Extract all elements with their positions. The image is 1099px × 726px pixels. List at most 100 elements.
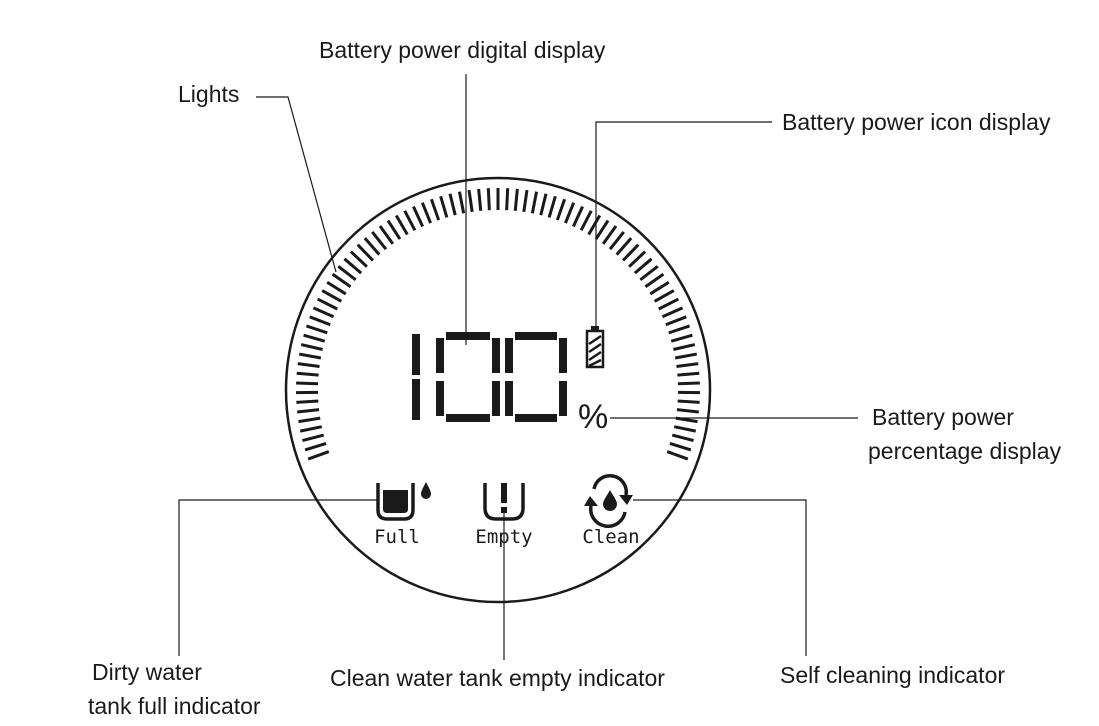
light-tick [326,280,347,296]
digit-segment [446,332,490,340]
light-tick [671,433,694,443]
light-tick [530,191,539,214]
callout-lights: Lights [178,81,239,107]
callout-self-cleaning: Self cleaning indicator [780,662,1005,688]
light-tick [307,450,330,461]
light-tick [300,343,323,351]
light-tick [669,441,692,452]
light-tick [429,198,441,221]
light-tick [356,243,375,262]
light-tick [644,272,665,288]
light-tick [299,425,323,433]
light-tick [670,333,693,343]
light-tick [303,333,326,343]
light-tick [579,210,593,232]
digit-segment [412,379,420,420]
light-tick [394,214,409,236]
digit-segment [446,414,490,422]
light-tick [386,219,402,240]
callout-dirty-tank-line1: Dirty water [92,659,202,685]
digit-segment [515,332,557,340]
light-tick [621,243,640,262]
light-tick [304,441,327,452]
light-tick [298,416,321,424]
battery-icon [585,326,605,369]
light-tick [349,250,368,268]
callout-clean-tank-empty: Clean water tank empty indicator [330,665,665,691]
light-tick [321,289,343,303]
digit-segment [412,334,420,375]
digit-segment [505,381,513,416]
light-tick [674,352,698,360]
indicator-label-full: Full [374,526,420,548]
light-tick [312,306,335,319]
light-tick [676,362,699,368]
percent-sign: % [578,398,608,436]
light-tick [564,202,576,224]
light-tick [677,381,700,386]
digit-segment [436,381,444,416]
light-tick [337,265,357,281]
light-tick [676,408,699,414]
callout-battery-icon: Battery power icon display [782,109,1051,135]
dirty-tank-full-icon [376,482,431,521]
callout-battery-percentage-line1: Battery power [872,404,1014,430]
light-tick [305,324,328,335]
light-tick [302,433,325,443]
light-tick [420,202,432,224]
light-tick [653,289,675,303]
light-tick [675,416,698,424]
light-tick [486,188,491,211]
light-tick [628,250,647,268]
light-tick [673,425,697,433]
leader-battery-icon [595,121,772,326]
light-tick [439,195,449,218]
leader-dirty-tank [178,499,378,656]
light-tick [403,210,417,232]
light-tick [539,193,548,216]
light-tick [316,297,338,311]
digit-segment [492,338,500,373]
light-tick [296,381,319,386]
light-tick [639,265,659,281]
display-outer-ring [284,176,712,604]
light-tick [296,371,319,377]
light-tick [661,306,684,319]
digit-segment [559,381,567,416]
light-tick [677,371,700,377]
lights-ring [296,188,700,461]
light-tick [297,362,320,368]
light-tick [547,195,557,218]
light-tick [665,315,687,327]
leader-lights [256,96,337,273]
light-tick [297,408,320,414]
digit-segment [505,338,513,373]
light-tick [296,399,319,404]
digit-segment [492,381,500,416]
light-tick [412,205,425,228]
light-tick [615,237,633,256]
light-tick [677,399,700,404]
light-tick [298,352,322,360]
light-tick [522,189,529,213]
light-tick [378,225,395,245]
light-tick [608,230,625,251]
leader-self-cleaning [633,499,807,656]
light-tick [505,188,510,211]
light-tick [601,225,618,245]
digit-segment [436,338,444,373]
light-tick [668,324,691,335]
light-tick [331,272,352,288]
callout-battery-percentage-line2: percentage display [868,438,1062,464]
light-tick [649,280,670,296]
light-tick [448,193,457,216]
light-tick [371,230,388,251]
light-tick [457,191,466,214]
light-tick [594,219,610,240]
self-cleaning-icon [584,473,633,529]
light-tick [571,205,584,228]
light-tick [309,315,331,327]
light-tick [633,257,653,275]
callout-battery-digital: Battery power digital display [319,37,606,63]
